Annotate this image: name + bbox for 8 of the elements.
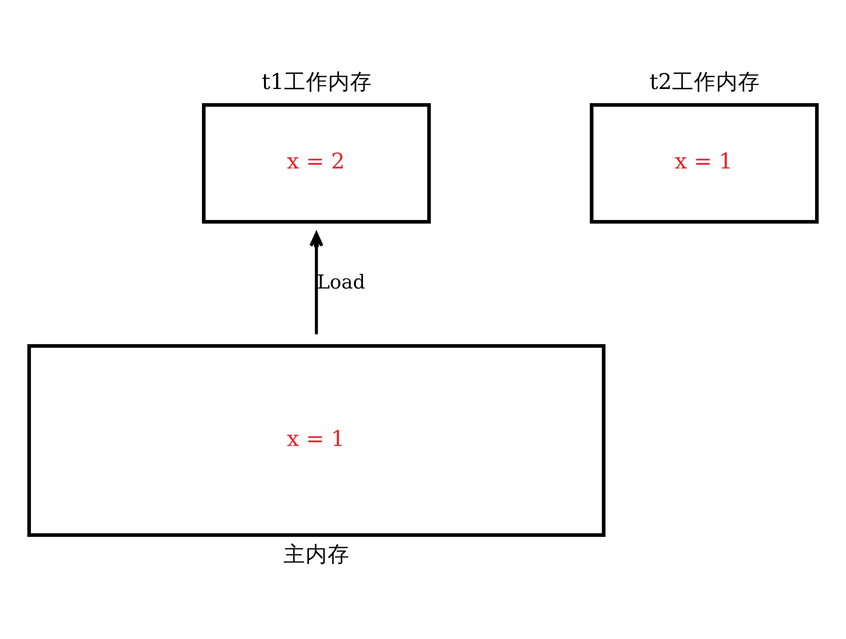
node-box: x = 1	[590, 102, 819, 224]
node-box: x = 1	[27, 344, 606, 536]
node-label: t1工作内存	[262, 70, 372, 95]
node-box: x = 2	[202, 102, 431, 224]
node-label: t2工作内存	[649, 70, 760, 95]
arrow	[309, 232, 324, 334]
edge-label: Load	[316, 270, 366, 293]
node-label: 主内存	[283, 542, 350, 567]
